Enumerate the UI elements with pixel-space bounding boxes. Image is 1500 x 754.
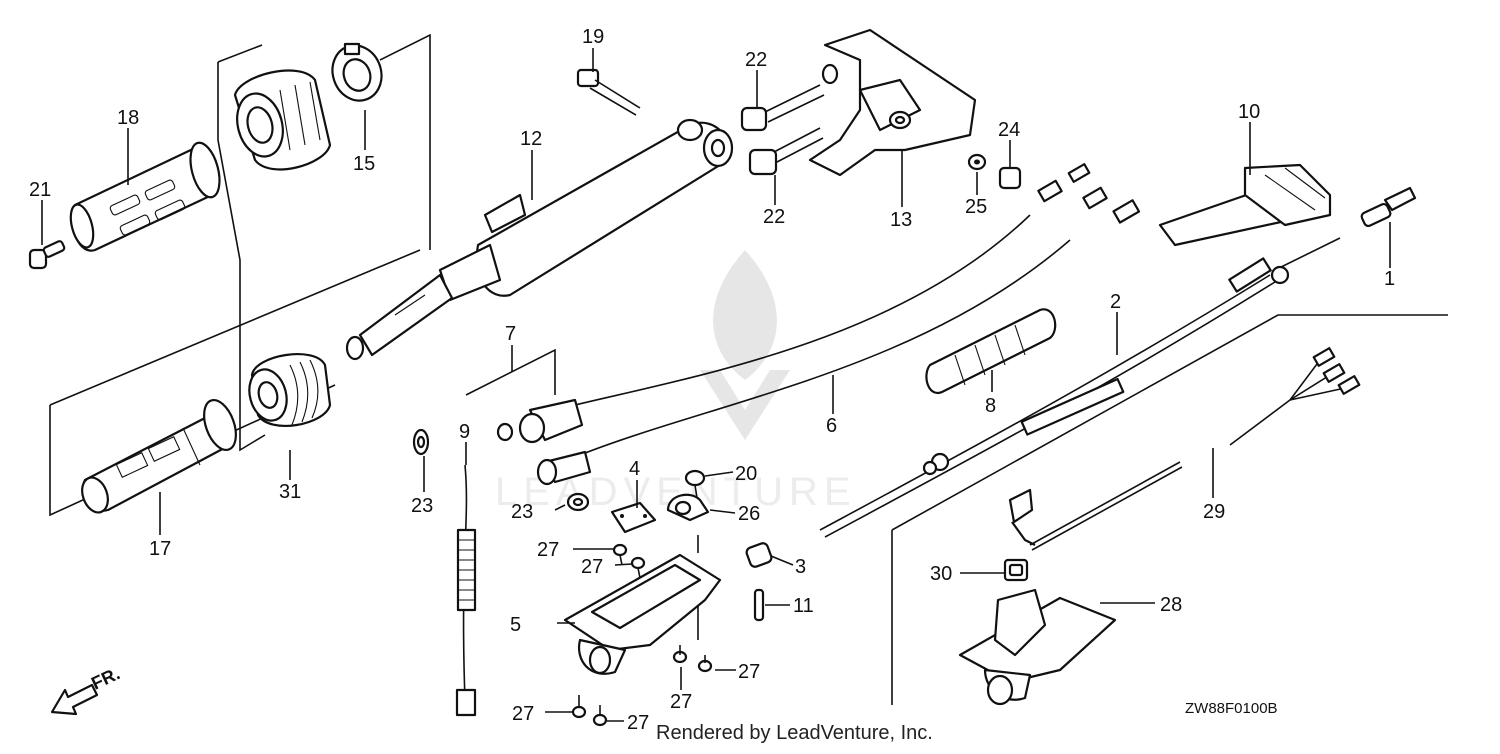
part-28-case [958,488,1117,706]
part-9-spring-cable [455,464,477,717]
callout-1: 1 [1384,268,1395,290]
callout-28: 28 [1160,594,1182,616]
part-10-switch [1158,163,1332,247]
part-6-cable [574,163,1141,456]
diagram-code: ZW88F0100B [1185,700,1278,717]
part-21-screw [28,240,66,270]
part-23-nut [566,492,590,512]
part-31-sleeve-upper [233,69,332,171]
callout-25: 25 [965,196,987,218]
part-4-plate [610,501,657,534]
callout-19: 19 [582,26,604,48]
callout-2: 2 [1110,291,1121,313]
callout-22-upper: 22 [745,49,767,71]
part-25-washer [967,153,987,171]
callout-20: 20 [735,463,757,485]
callout-6: 6 [826,415,837,437]
callout-15: 15 [353,153,375,175]
callout-10: 10 [1238,101,1260,123]
callout-27-d: 27 [670,691,692,713]
leader-lines [41,48,1391,722]
callout-24: 24 [998,119,1020,141]
part-20-screw [684,469,706,499]
part-17-grip [81,399,237,514]
callout-12: 12 [520,128,542,150]
callout-8: 8 [985,395,996,417]
callout-26: 26 [738,503,760,525]
callout-31: 31 [279,481,301,503]
callout-27-a: 27 [537,539,559,561]
callout-27-f: 27 [627,712,649,734]
part-12-tiller-arm [345,121,734,361]
part-19-bolt [576,68,704,142]
callout-27-c: 27 [738,661,760,683]
callout-9: 9 [459,421,470,443]
front-direction-arrow: FR. [50,663,123,716]
callout-3: 3 [795,556,806,578]
part-18-throttle-grip [69,141,221,252]
credit-text: Rendered by LeadVenture, Inc. [656,722,933,744]
callout-11: 11 [793,595,814,617]
part-2-throttle-cable [819,237,1341,538]
callout-22-lower: 22 [763,206,785,228]
callout-13: 13 [890,209,912,231]
part-22-bolt-upper [740,63,839,132]
callout-27-b: 27 [581,556,603,578]
callout-4: 4 [629,458,640,480]
callout-7: 7 [505,323,516,345]
part-11-pin [753,588,765,622]
part-30-grommet [1003,558,1029,582]
callout-17: 17 [149,538,171,560]
callout-21: 21 [29,179,51,201]
part-7-connector [496,398,592,486]
part-1-clip [1360,186,1417,228]
callout-30: 30 [930,563,952,585]
part-13-bracket [808,28,977,177]
part-29-wire [1029,347,1361,551]
part-23-washer-left [412,428,430,456]
callout-27-e: 27 [512,703,534,725]
callout-18: 18 [117,107,139,129]
callout-labels: 18 21 15 31 17 12 19 22 22 13 24 25 10 1… [29,26,1395,734]
part-8-sleeve [925,308,1057,395]
part-3-cap [745,542,773,568]
part-27-screws [571,543,713,727]
callout-29: 29 [1203,501,1225,523]
part-24-nut [998,166,1022,190]
part-5-case [563,553,722,675]
watermark-logo [700,250,790,440]
callout-23-left: 23 [411,495,433,517]
part-22-bolt-lower [748,127,824,176]
group-frame-lines [49,33,1448,705]
callout-23-right: 23 [511,501,533,523]
callout-5: 5 [510,614,521,636]
part-31-throttle-drum [248,353,332,427]
part-26-clamp [666,493,710,522]
part-15-collar [331,42,383,102]
